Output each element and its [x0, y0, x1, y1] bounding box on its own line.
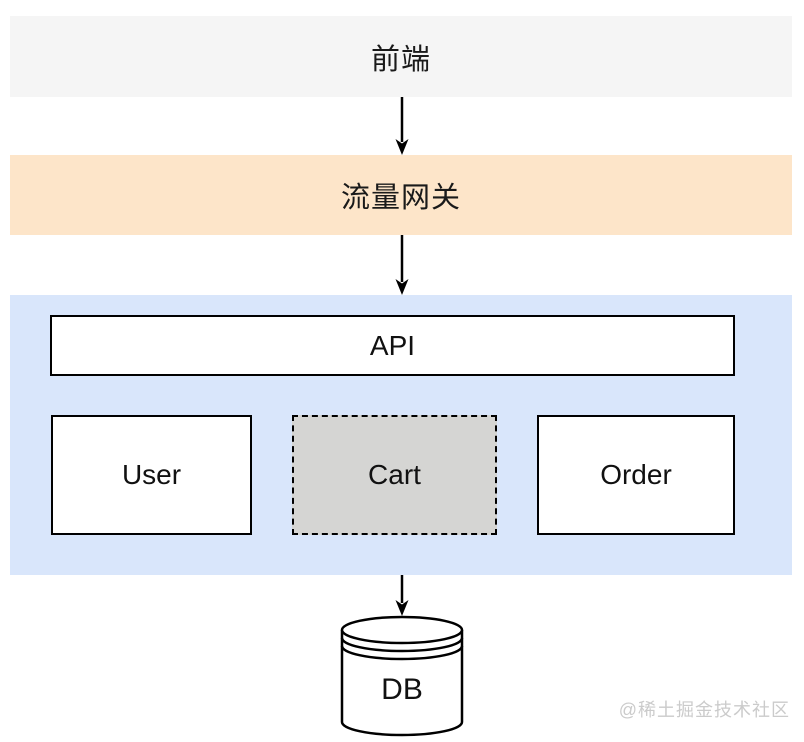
order-label: Order [600, 459, 672, 490]
api-box: API [50, 315, 735, 376]
db-label: DB [381, 673, 423, 706]
gateway-band: 流量网关 [10, 155, 792, 235]
database-icon [340, 615, 464, 737]
user-box: User [51, 415, 252, 535]
arrow-down-gateway-to-services [395, 235, 409, 295]
db-cylinder: DB [340, 612, 464, 742]
user-label: User [121, 459, 182, 490]
frontend-band: 前端 [10, 16, 792, 97]
gateway-label: 流量网关 [340, 182, 461, 214]
cart-label: Cart [368, 459, 421, 490]
watermark: @稀土掘金技术社区 [618, 700, 790, 720]
api-label: API [369, 329, 416, 361]
frontend-label: 前端 [370, 43, 431, 76]
services-container: API User Cart Order [10, 295, 792, 575]
arrow-down-services-to-db [395, 575, 409, 616]
order-box: Order [537, 415, 735, 535]
cart-box: Cart [292, 415, 497, 535]
arrow-down-frontend-to-gateway [395, 97, 409, 155]
